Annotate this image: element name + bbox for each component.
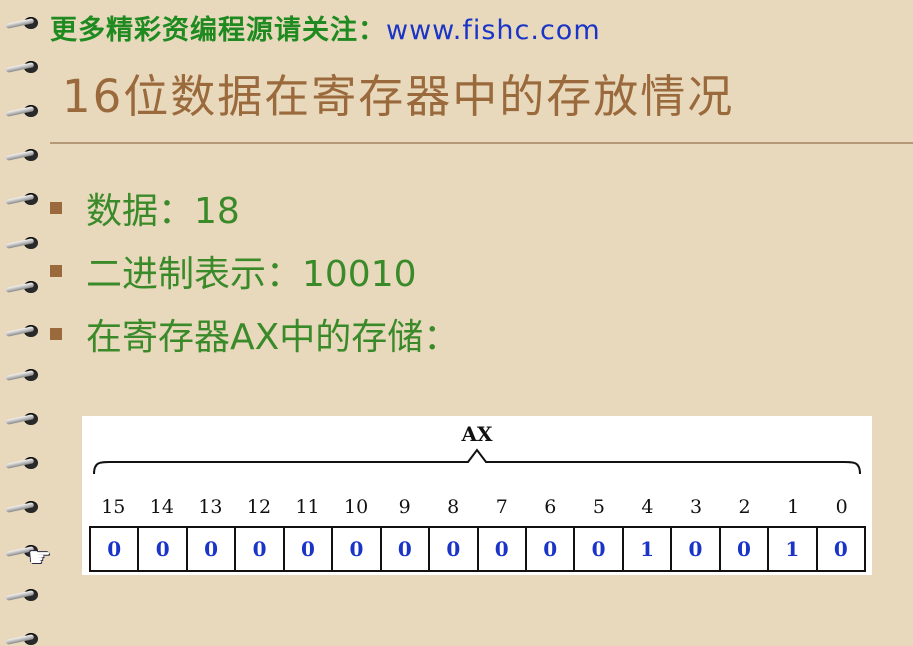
bit-cell: 1 — [621, 528, 670, 570]
bullet-item-storage: 在寄存器AX中的存储： — [50, 302, 459, 365]
spiral-ring-icon — [5, 632, 40, 646]
promo-text: 更多精彩资编程源请关注： — [50, 15, 386, 46]
register-name: AX — [461, 422, 493, 446]
title-divider — [50, 142, 913, 144]
spiral-ring-icon — [5, 412, 40, 426]
bit-position-label: 4 — [641, 496, 654, 518]
bit-position-label: 15 — [101, 496, 126, 518]
bit-cell: 0 — [282, 528, 331, 570]
spiral-ring-icon — [5, 588, 40, 602]
bit-cell: 0 — [331, 528, 379, 570]
bullet-item-binary: 二进制表示：10010 — [50, 239, 459, 302]
bit-cell: 0 — [476, 528, 525, 570]
brace-icon — [93, 448, 861, 475]
bit-cell: 0 — [137, 528, 185, 570]
bullet-label: 数据：18 — [86, 190, 240, 232]
bit-cell: 0 — [379, 528, 428, 570]
bullet-list: 数据：18 二进制表示：10010 在寄存器AX中的存储： — [50, 176, 459, 365]
spiral-ring-icon — [5, 280, 40, 294]
spiral-ring-icon — [5, 456, 40, 470]
bit-cell: 0 — [107, 537, 122, 561]
bit-position-label: 2 — [738, 496, 751, 518]
spiral-ring-icon — [5, 104, 40, 118]
bit-position-label: 14 — [149, 496, 174, 518]
bit-position-label: 13 — [198, 496, 223, 518]
bit-cell: 0 — [185, 528, 234, 570]
bit-cell: 0 — [428, 528, 476, 570]
bit-cell: 0 — [815, 528, 864, 570]
bit-position-label: 0 — [835, 496, 848, 518]
spiral-ring-icon — [5, 192, 40, 206]
bit-cell: 0 — [670, 528, 718, 570]
bullet-label: 二进制表示：10010 — [86, 253, 417, 295]
bullet-square-icon — [50, 327, 62, 340]
spiral-ring-icon — [5, 148, 40, 162]
bit-cell: 0 — [573, 528, 621, 570]
hand-pointer-icon: ☛ — [28, 543, 52, 573]
spiral-ring-icon — [5, 368, 40, 382]
bit-position-label: 8 — [447, 496, 460, 518]
bit-cell: 1 — [767, 528, 815, 570]
bit-position-label: 3 — [689, 496, 703, 518]
spiral-ring-icon — [5, 500, 40, 514]
slide-title: 16位数据在寄存器中的存放情况 — [62, 70, 735, 123]
bullet-square-icon — [50, 264, 62, 277]
bit-position-label: 7 — [495, 496, 508, 518]
bullet-label: 在寄存器AX中的存储： — [86, 316, 460, 358]
spiral-ring-icon — [5, 60, 40, 74]
bit-position-label: 12 — [246, 496, 272, 518]
bit-position-label: 5 — [592, 496, 605, 518]
promo-url-link[interactable]: www.fishc.com — [386, 15, 601, 46]
spiral-ring-icon — [5, 324, 40, 338]
bit-position-label: 11 — [295, 496, 320, 518]
bullet-item-data: 数据：18 — [50, 176, 459, 239]
bit-cell: 0 — [234, 528, 282, 570]
spiral-binding — [0, 0, 50, 646]
bit-position-label: 9 — [398, 496, 411, 518]
bit-position-label: 6 — [544, 496, 557, 518]
spiral-ring-icon — [5, 16, 40, 30]
spiral-ring-icon — [5, 544, 40, 558]
bit-cell: 0 — [718, 528, 767, 570]
bit-position-label: 1 — [787, 496, 800, 518]
spiral-ring-icon — [5, 236, 40, 250]
bit-position-label: 10 — [344, 496, 369, 518]
promo-header: 更多精彩资编程源请关注：www.fishc.com — [50, 8, 601, 47]
bullet-square-icon — [50, 201, 62, 214]
bit-cell: 0 — [524, 528, 573, 570]
